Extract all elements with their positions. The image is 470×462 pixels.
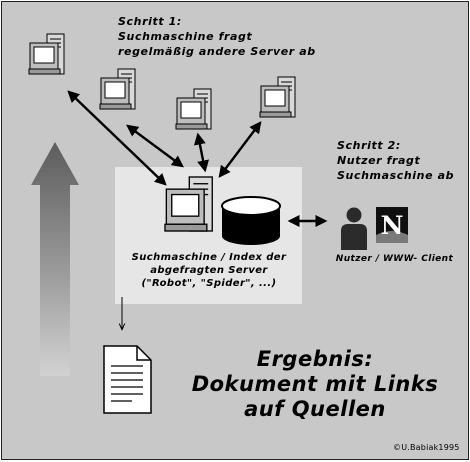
server-icon-1 xyxy=(28,33,65,75)
database-icon xyxy=(221,196,281,245)
engine-caption-line2: abgefragten Server xyxy=(150,265,268,276)
browser-logo-icon: N xyxy=(376,207,408,243)
copyright-text: ©U.Babiak1995 xyxy=(393,443,460,452)
server-icon-4 xyxy=(259,76,296,118)
step1-heading: Schritt 1: xyxy=(118,15,182,28)
step2-label: Schritt 2: Nutzer fragt Suchmaschine ab xyxy=(337,138,454,183)
arrow-server-3 xyxy=(193,132,210,173)
engine-caption-line3: ("Robot", "Spider", ...) xyxy=(141,278,277,289)
step1-label: Schritt 1: Suchmaschine fragt regelmäßig… xyxy=(118,14,316,59)
step1-line2: regelmäßig andere Server ab xyxy=(118,45,316,58)
result-label: Ergebnis: Dokument mit Links auf Quellen xyxy=(172,347,458,422)
search-engine-caption: Suchmaschine / Index der abgefragten Ser… xyxy=(115,251,303,290)
server-icon-3 xyxy=(175,88,212,130)
person-icon xyxy=(341,207,367,250)
result-line3: auf Quellen xyxy=(244,397,386,421)
user-caption: Nutzer / WWW- Client xyxy=(335,254,454,264)
arrow-server-4 xyxy=(218,121,262,178)
step2-heading: Schritt 2: xyxy=(337,139,401,152)
arrow-server-2 xyxy=(126,124,184,168)
engine-caption-line1: Suchmaschine / Index der xyxy=(131,252,287,263)
step2-line1: Nutzer fragt xyxy=(337,154,421,167)
progress-arrow xyxy=(31,142,79,376)
arrow-server-1 xyxy=(67,90,167,186)
step2-line2: Suchmaschine ab xyxy=(337,169,455,182)
result-line1: Ergebnis: xyxy=(256,347,374,371)
document-icon xyxy=(103,345,152,414)
server-icon-2 xyxy=(99,68,136,110)
step1-line1: Suchmaschine fragt xyxy=(118,30,253,43)
svg-text:N: N xyxy=(381,211,404,240)
result-line2: Dokument mit Links xyxy=(191,372,439,396)
